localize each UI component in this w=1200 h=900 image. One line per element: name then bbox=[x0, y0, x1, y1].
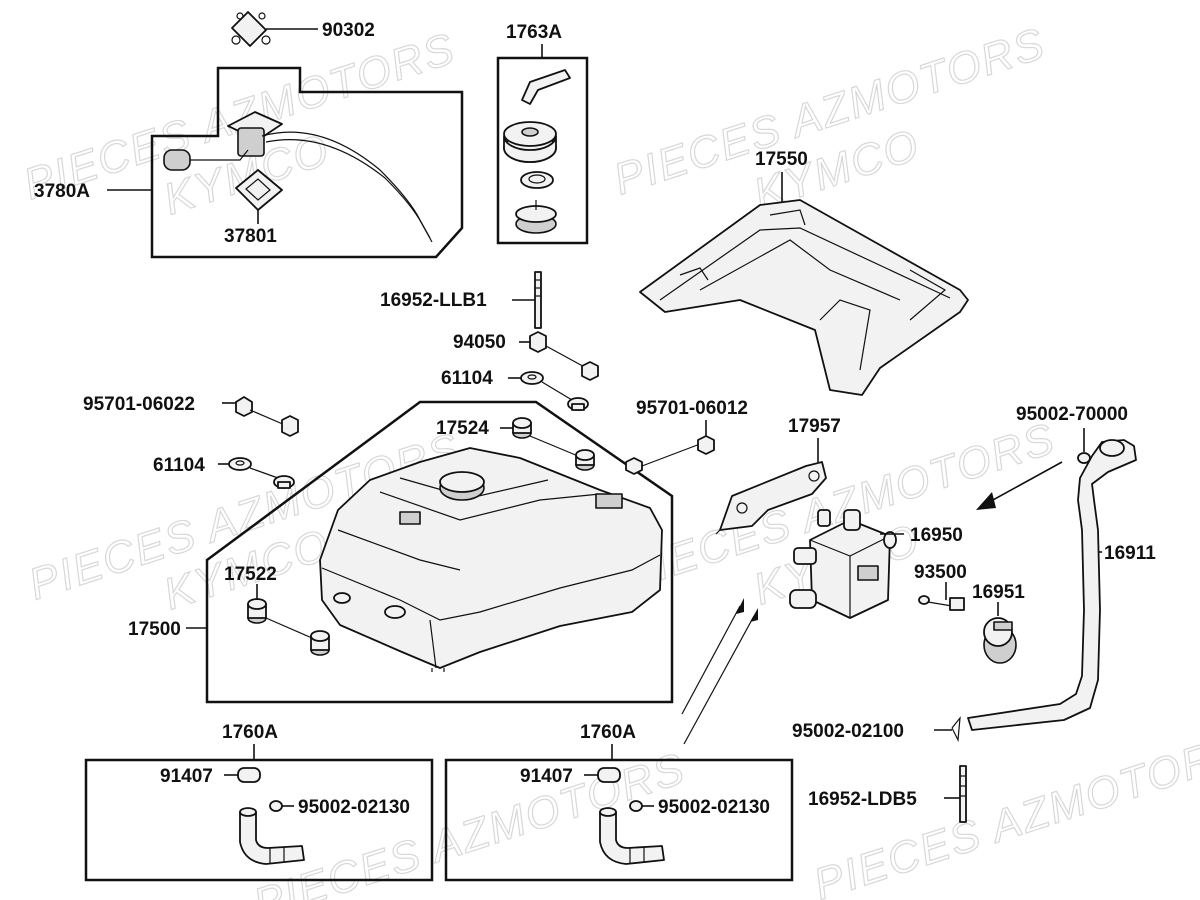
label-93500: 93500 bbox=[914, 562, 967, 583]
label-61104-left: 61104 bbox=[153, 455, 205, 476]
label-95002-02130-right: 95002-02130 bbox=[658, 797, 770, 818]
part-cap-gasket bbox=[520, 171, 554, 189]
part-cap-strainer bbox=[515, 200, 557, 234]
fuel-tank-group: 17500 17524 bbox=[128, 400, 674, 704]
part-91407-clamp bbox=[597, 767, 621, 783]
label-95002-02100: 95002-02100 bbox=[792, 721, 904, 742]
part-17550-tank-frame: 17550 bbox=[639, 149, 969, 396]
watermark-text: PIECES AZMOTORS bbox=[808, 724, 1200, 900]
label-95002-70000: 95002-70000 bbox=[1016, 404, 1128, 425]
label-94050: 94050 bbox=[453, 332, 506, 353]
part-93500-screw bbox=[918, 595, 965, 611]
label-17550: 17550 bbox=[755, 149, 808, 170]
label-16911: 16911 bbox=[1104, 543, 1156, 564]
watermark-text: PIECES AZMOTORS bbox=[248, 744, 692, 900]
part-95002-02130-clip bbox=[629, 800, 643, 812]
part-fuel-line-elbow bbox=[599, 807, 665, 865]
assembly-arrows bbox=[681, 461, 1063, 745]
fuel-pump-box bbox=[150, 66, 464, 259]
label-1760A-right: 1760A bbox=[580, 722, 636, 743]
part-61104-washer-top bbox=[520, 371, 589, 411]
part-61104-washer-left bbox=[228, 457, 295, 489]
part-95002-02130-clip bbox=[269, 800, 283, 812]
label-91407-right: 91407 bbox=[520, 766, 573, 787]
label-17957: 17957 bbox=[788, 416, 841, 437]
label-16952-LLB1: 16952-LLB1 bbox=[380, 290, 487, 311]
label-95701-06022: 95701-06022 bbox=[83, 394, 195, 415]
fuel-line-group-right: 1760A 91407 95002-02130 bbox=[444, 722, 794, 882]
label-16951: 16951 bbox=[972, 582, 1025, 603]
part-94050-nut bbox=[529, 331, 599, 381]
part-16952-LLB1-stud bbox=[534, 271, 542, 329]
part-fuel-pump bbox=[163, 111, 433, 243]
fuel-cap-group: 1763A bbox=[496, 22, 589, 245]
part-17500-fuel-tank bbox=[319, 447, 663, 672]
part-95701-06022-bolt bbox=[235, 396, 299, 437]
part-fuel-line-elbow bbox=[239, 807, 305, 865]
fuel-line-box-right bbox=[444, 758, 794, 882]
label-95002-02130-left: 95002-02130 bbox=[298, 797, 410, 818]
label-17522: 17522 bbox=[224, 564, 277, 585]
part-17524-rubber bbox=[512, 417, 595, 471]
label-90302: 90302 bbox=[322, 20, 375, 41]
part-16951-knob bbox=[983, 617, 1017, 664]
label-95701-06012: 95701-06012 bbox=[636, 398, 748, 419]
part-16952-LDB5-stud bbox=[959, 765, 967, 823]
part-95002-02100-clip bbox=[951, 716, 961, 743]
fuel-pump-group: 90302 37801 3780A bbox=[34, 11, 464, 259]
part-16950-fuel-cock bbox=[789, 509, 897, 619]
part-95002-70000-clip bbox=[1077, 452, 1091, 464]
label-61104-top: 61104 bbox=[441, 368, 493, 389]
part-90302-gasket bbox=[231, 11, 271, 47]
label-17500: 17500 bbox=[128, 619, 181, 640]
label-3780A: 3780A bbox=[34, 181, 90, 202]
part-fuel-cap bbox=[503, 121, 557, 163]
label-1760A-left: 1760A bbox=[222, 722, 278, 743]
fuel-tank-box bbox=[205, 400, 674, 704]
label-1763A: 1763A bbox=[506, 22, 562, 43]
label-16950: 16950 bbox=[910, 525, 963, 546]
part-17522-rubber bbox=[247, 598, 330, 656]
label-17524: 17524 bbox=[436, 418, 489, 439]
label-16952-LDB5: 16952-LDB5 bbox=[808, 789, 917, 810]
part-91407-clamp bbox=[237, 767, 261, 783]
label-37801: 37801 bbox=[224, 226, 277, 247]
fuel-line-box-left bbox=[84, 758, 434, 882]
part-37801-gasket bbox=[235, 169, 283, 211]
part-16911-fuel-hose bbox=[967, 439, 1137, 731]
part-17957-bracket bbox=[715, 461, 827, 535]
fuel-line-group-left: 1760A 91407 95002-02130 bbox=[84, 722, 434, 882]
label-91407-left: 91407 bbox=[160, 766, 213, 787]
part-95701-06012-bolt bbox=[625, 435, 715, 475]
part-vent-tube bbox=[521, 69, 571, 105]
